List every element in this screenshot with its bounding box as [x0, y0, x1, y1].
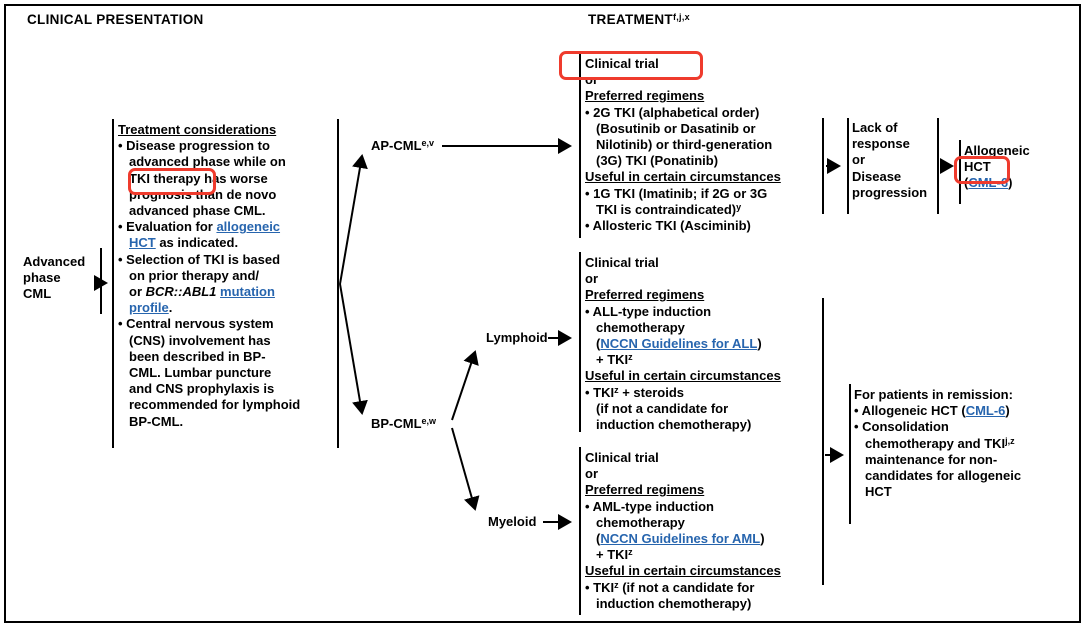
consideration-tki-selection: • Selection of TKI is based on prior the… — [118, 252, 338, 317]
text-segment: + steroids (if not a candidate for induc… — [596, 384, 752, 433]
ap-1g-tki-item: • 1G TKI (Imatinib; if 2G or 3G TKI is c… — [585, 186, 827, 218]
link-cml-6-hct[interactable]: CML-6 — [968, 175, 1009, 191]
branch-label-ap-cml: AP-CMLe,v — [371, 138, 434, 154]
branch-label-bp-cml: BP-CMLe,w — [371, 416, 436, 432]
link-nccn-guidelines-aml[interactable]: NCCN Guidelines for AML — [600, 531, 761, 547]
node-myeloid-treatment: Clinical trial or Preferred regimens • A… — [585, 450, 825, 612]
considerations-title: Treatment considerations — [118, 122, 277, 137]
link-nccn-guidelines-all[interactable]: NCCN Guidelines for ALL — [600, 336, 758, 352]
footnote-ev-sup: e,v — [421, 138, 435, 148]
text-segment: • Consolidation chemotherapy and TKI — [854, 419, 1006, 451]
text-segment: • Evaluation for — [118, 219, 217, 235]
useful-circumstances-heading: Useful in certain circumstances — [585, 169, 781, 185]
text-segment: • Allogeneic HCT ( — [854, 403, 966, 419]
text-segment: • TKI — [585, 384, 615, 400]
footnote-z-sup: z — [614, 579, 619, 590]
footnote-z-sup: z — [628, 352, 633, 363]
text-segment: maintenance for non- candidates for allo… — [865, 451, 1022, 500]
useful-circumstances-heading: Useful in certain circumstances — [585, 368, 781, 384]
node-ap-treatment: Clinical trial or Preferred regimens • 2… — [585, 56, 827, 234]
lymphoid-clinical-trial-option: Clinical trial — [585, 255, 659, 270]
consideration-cns-involvement: • Central nervous system (CNS) involveme… — [118, 316, 338, 429]
page-border — [4, 4, 1081, 623]
text-segment: ) + TKI — [596, 336, 762, 368]
myeloid-tki-item: • TKIz (if not a candidate for induction… — [585, 580, 825, 612]
link-allogeneic-hct[interactable]: allogeneic HCT — [129, 219, 281, 251]
ap-2g-tki-item: • 2G TKI (alphabetical order) (Bosutinib… — [585, 105, 827, 170]
footnote-jz-sup: j,z — [1005, 435, 1015, 446]
or-text: or — [585, 72, 598, 88]
consideration-hct-evaluation: • Evaluation for allogeneic HCT as indic… — [118, 219, 338, 251]
text-segment: • 2G TKI (alphabetical order) (Bosutinib… — [585, 104, 773, 169]
footnote-ew-sup: e,w — [421, 416, 437, 426]
column-header-clinical-presentation: CLINICAL PRESENTATION — [27, 12, 204, 27]
node-remission: For patients in remission: • Allogeneic … — [854, 387, 1068, 500]
link-cml-6-remission[interactable]: CML-6 — [965, 403, 1006, 419]
text-segment: ) — [1008, 175, 1013, 191]
useful-circumstances-heading: Useful in certain circumstances — [585, 563, 781, 579]
consideration-disease-progression: • Disease progression to advanced phase … — [118, 138, 338, 219]
text-segment: BP-CML — [371, 416, 422, 431]
node-lack-of-response: Lack of response or Disease progression — [852, 120, 928, 200]
ap-clinical-trial-option: Clinical trial — [585, 56, 659, 71]
footnote-z-sup: z — [614, 384, 619, 395]
branch-label-myeloid: Myeloid — [488, 514, 537, 529]
text-segment: ) + TKI — [596, 531, 765, 563]
treatment-footnotes-sup: f,j,x — [672, 12, 690, 22]
myeloid-clinical-trial-option: Clinical trial — [585, 450, 659, 465]
text-segment: • Disease progression to advanced phase … — [118, 138, 286, 219]
text-segment: (if not a candidate for induction chemot… — [596, 579, 755, 611]
remission-consolidation-item: • Consolidation chemotherapy and TKIj,z … — [854, 419, 1068, 500]
branch-label-lymphoid: Lymphoid — [486, 330, 548, 345]
ap-allosteric-tki-item: • Allosteric TKI (Asciminib) — [585, 218, 827, 234]
preferred-regimens-heading: Preferred regimens — [585, 287, 705, 303]
text-segment: ) — [1005, 403, 1010, 419]
text-segment: • ALL-type induction chemotherapy ( — [585, 303, 712, 352]
text-segment: • Central nervous system (CNS) involveme… — [118, 316, 301, 429]
footnote-z-sup: z — [628, 547, 633, 558]
remission-title: For patients in remission: — [854, 387, 1013, 402]
text-segment: • Allosteric TKI (Asciminib) — [585, 218, 751, 234]
text-segment: • Selection of TKI is based on prior the… — [118, 251, 281, 300]
node-lymphoid-treatment: Clinical trial or Preferred regimens • A… — [585, 255, 825, 433]
lymphoid-all-induction-item: • ALL-type induction chemotherapy (NCCN … — [585, 304, 825, 369]
text-segment: • 1G TKI (Imatinib; if 2G or 3G TKI is c… — [585, 185, 768, 217]
preferred-regimens-heading: Preferred regimens — [585, 482, 705, 498]
remission-hct-item: • Allogeneic HCT (CML-6) — [854, 403, 1068, 419]
or-text: or — [585, 466, 598, 482]
node-allogeneic-hct: Allogeneic HCT (CML-6) — [964, 143, 1030, 192]
preferred-regimens-heading: Preferred regimens — [585, 88, 705, 104]
text-segment: • TKI — [585, 579, 615, 595]
text-segment: AP-CML — [371, 138, 422, 153]
treatment-header-text: TREATMENT — [588, 12, 673, 27]
text-segment: . — [168, 300, 173, 316]
text-segment: as indicated. — [155, 235, 239, 251]
node-treatment-considerations: Treatment considerations • Disease progr… — [118, 122, 338, 430]
or-text: or — [585, 271, 598, 287]
text-segment: • AML-type induction chemotherapy ( — [585, 498, 714, 547]
footnote-y-sup: y — [736, 201, 742, 212]
lymphoid-tki-steroids-item: • TKIz + steroids (if not a candidate fo… — [585, 385, 825, 434]
myeloid-aml-induction-item: • AML-type induction chemotherapy (NCCN … — [585, 499, 825, 564]
link-mutation-profile[interactable]: mutation profile — [129, 284, 275, 316]
node-advanced-phase-cml: Advanced phase CML — [23, 254, 86, 302]
gene-bcr-abl1: BCR::ABL1 — [145, 284, 217, 300]
column-header-treatment: TREATMENTf,j,x — [588, 12, 690, 28]
